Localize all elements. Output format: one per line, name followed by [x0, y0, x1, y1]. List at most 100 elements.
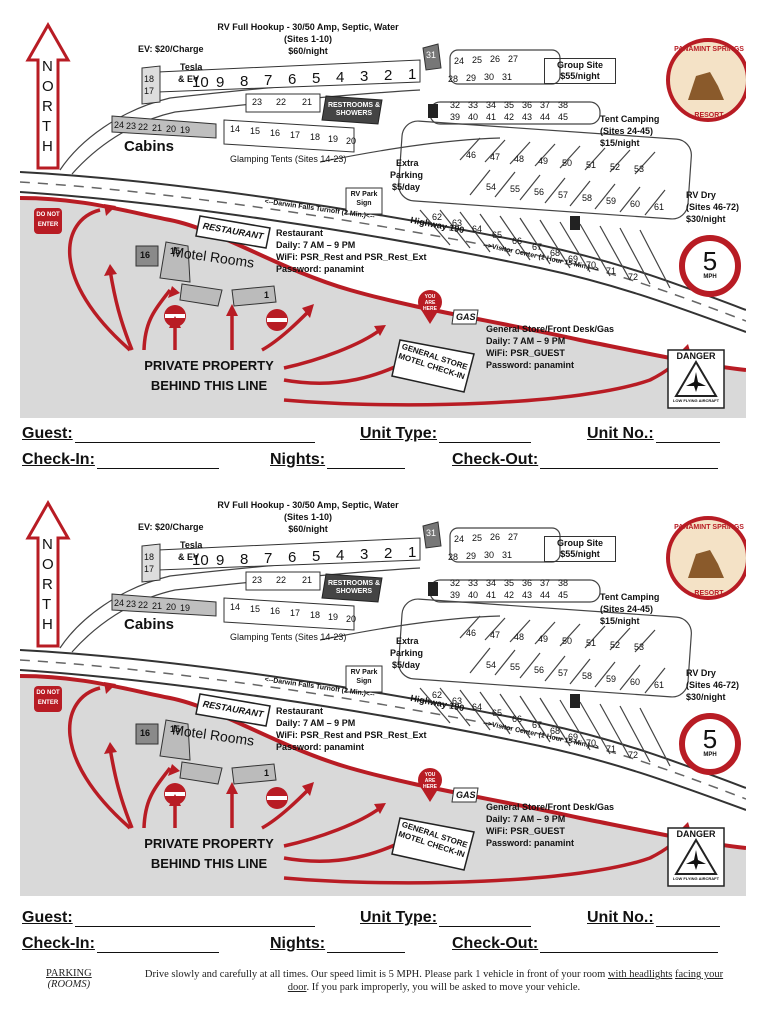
do-not-enter-sign-2	[266, 309, 288, 331]
form-row-1: Guest: Unit Type: Unit No.:	[22, 908, 732, 930]
check-out-line[interactable]	[540, 450, 719, 469]
restrooms-label: RESTROOMS & SHOWERS	[327, 102, 381, 117]
nights-line[interactable]	[327, 450, 406, 469]
form-row-2: Check-In: Nights: Check-Out:	[22, 450, 732, 472]
group-site-31: 31	[502, 550, 513, 560]
unit-type-line[interactable]	[439, 424, 532, 443]
restaurant-password: Password: panamint	[276, 264, 365, 274]
restaurant-hours: Daily: 7 AM – 9 PM	[276, 240, 356, 250]
rv-hookup-site-3: 3	[360, 546, 369, 563]
do-not-enter-sign-left	[34, 686, 62, 712]
guest-label: Guest:	[22, 909, 73, 926]
phone-icon	[428, 582, 438, 596]
check-out-line[interactable]	[540, 934, 719, 953]
rv-dry-site-67: 67	[532, 720, 543, 730]
cabin-site-20: 20	[166, 124, 177, 134]
danger-label: DANGER	[676, 829, 716, 839]
highway-edge-bottom	[20, 669, 746, 811]
unit-type-line[interactable]	[439, 908, 532, 927]
room-15-label: 15	[170, 246, 181, 256]
store-wifi: WiFi: PSR_GUEST	[486, 348, 565, 358]
unit-type-field[interactable]: Unit Type:	[360, 424, 532, 443]
guest-field[interactable]: Guest:	[22, 424, 315, 443]
group-site-28: 28	[448, 74, 459, 84]
rv-hookup-sites: (Sites 1-10)	[283, 512, 333, 522]
tent-site-43: 43	[522, 112, 533, 122]
tesla-label: Tesla	[180, 540, 203, 550]
rv-dry-site-46: 46	[466, 150, 477, 160]
guest-field[interactable]: Guest:	[22, 908, 315, 927]
store-hours: Daily: 7 AM – 9 PM	[486, 336, 566, 346]
nights-line[interactable]	[327, 934, 406, 953]
check-out-field[interactable]: Check-Out:	[452, 450, 719, 469]
rv-hookup-site-6: 6	[288, 71, 297, 88]
unit-no-line[interactable]	[655, 424, 720, 443]
group-site-box: Group Site$55/night	[544, 536, 616, 562]
rv-dry-site-69: 69	[568, 732, 579, 742]
rv-dry-site-51: 51	[586, 160, 597, 170]
tent-site-33: 33	[468, 578, 479, 588]
unit-no-label: Unit No.:	[587, 425, 654, 442]
camp-road-inner	[71, 89, 421, 175]
room-16	[135, 245, 159, 267]
unit-no-line[interactable]	[655, 908, 720, 927]
unit-no-field[interactable]: Unit No.:	[587, 424, 720, 443]
tent-site-42: 42	[504, 112, 515, 122]
low-flying-label: LOW FLYING AIRCRAFT	[672, 398, 720, 403]
rv-hookup-price: $60/night	[288, 46, 328, 56]
north-letter-H: H	[42, 138, 53, 155]
rv-dry-site-49: 49	[538, 156, 549, 166]
glamping-site-18: 18	[310, 132, 321, 142]
cabin-site-21: 21	[152, 123, 163, 133]
group-site-28: 28	[448, 552, 459, 562]
guest-line[interactable]	[74, 424, 315, 443]
rv-dry-stalls	[419, 615, 671, 767]
glamping-site-14: 14	[230, 602, 241, 612]
cabin-site-19: 19	[180, 125, 191, 135]
extra-parking-price: $5/day	[392, 660, 421, 670]
rv-dry-site-46: 46	[466, 628, 477, 638]
nights-field[interactable]: Nights:	[270, 450, 406, 469]
room-16-label: 16	[140, 250, 151, 260]
rv-dry-site-47: 47	[490, 630, 501, 640]
rv-hookup-site-10: 10	[192, 552, 209, 569]
tesla-label: Tesla	[180, 62, 203, 72]
rv-dry-site-71: 71	[606, 744, 617, 754]
logo-top-text: PANAMINT SPRINGS	[674, 46, 744, 53]
rv-dry-site-50: 50	[562, 158, 573, 168]
restaurant-password: Password: panamint	[276, 742, 365, 752]
rv-dry-sites: (Sites 46-72)	[686, 202, 740, 212]
room-15-label: 15	[170, 724, 181, 734]
nights-field[interactable]: Nights:	[270, 934, 406, 953]
tent-site-42: 42	[504, 590, 515, 600]
guest-line[interactable]	[74, 908, 315, 927]
speed-limit-unit: MPH	[703, 274, 717, 280]
check-out-label: Check-Out:	[452, 935, 539, 952]
group-site-26: 26	[490, 532, 501, 542]
rv-park-sign-box	[345, 665, 383, 693]
nights-label: Nights:	[270, 451, 326, 468]
glamping-site-16: 16	[270, 128, 281, 138]
tent-site-34: 34	[486, 578, 497, 588]
tent-price: $15/night	[600, 616, 640, 626]
unit-no-field[interactable]: Unit No.:	[587, 908, 720, 927]
restaurant-label: Restaurant	[276, 706, 324, 716]
rv-dry-site-48: 48	[514, 154, 525, 164]
rv-dry-site-63: 63	[452, 696, 463, 706]
unit-no-label: Unit No.:	[587, 909, 654, 926]
rv-dry-site-62: 62	[432, 212, 443, 222]
you-are-here-label: YOU ARE HERE	[423, 772, 437, 790]
glamping-strip	[223, 597, 355, 631]
site-31-label: 31	[426, 50, 437, 60]
check-in-line[interactable]	[96, 450, 219, 469]
check-out-field[interactable]: Check-Out:	[452, 934, 719, 953]
check-in-field[interactable]: Check-In:	[22, 934, 219, 953]
rv-dry-site-55: 55	[510, 184, 521, 194]
unit-type-field[interactable]: Unit Type:	[360, 908, 532, 927]
check-in-line[interactable]	[96, 934, 219, 953]
rv-hookup-site-2: 2	[384, 67, 393, 84]
north-letter-T: T	[42, 118, 52, 135]
rv-hookup-site-9: 9	[216, 552, 225, 569]
tent-site-36: 36	[522, 100, 533, 110]
check-in-field[interactable]: Check-In:	[22, 450, 219, 469]
